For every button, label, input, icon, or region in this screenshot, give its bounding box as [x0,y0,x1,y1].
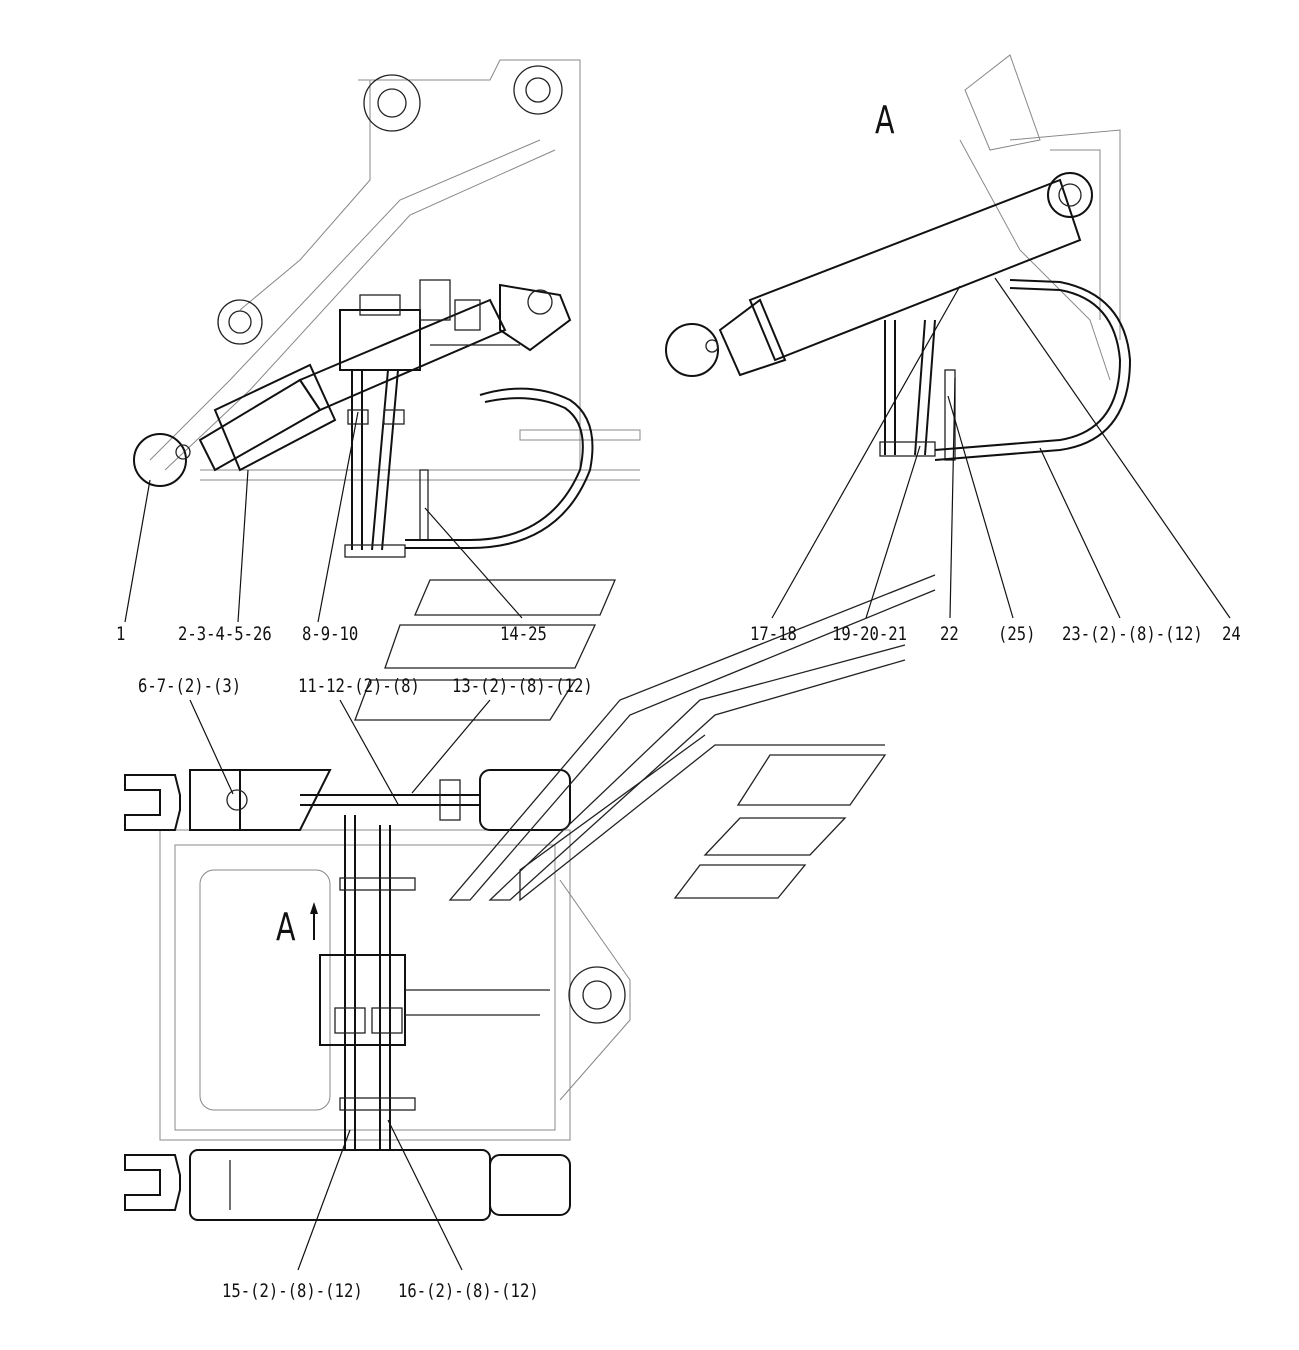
callout-label: 19-20-21 [832,623,908,645]
callout-label: 13-(2)-(8)-(12) [452,675,593,697]
callout-label: 17-18 [750,623,797,645]
leader-lines [124,277,1231,1271]
view-arrow-letter: A [276,905,296,949]
plan-view-top-cylinder [124,769,571,831]
callout-label: 22 [940,623,959,645]
callout-label: 11-12-(2)-(8) [298,675,420,697]
callout-label: 6-7-(2)-(3) [138,675,242,697]
side-view-frame [149,59,641,481]
section-break-chevrons [354,574,936,902]
detail-view-letter: A [875,98,895,142]
callout-label: 2-3-4-5-26 [178,623,272,645]
callout-label: 23-(2)-(8)-(12) [1062,623,1203,645]
callout-label: 16-(2)-(8)-(12) [398,1280,539,1302]
callout-label: 8-9-10 [302,623,359,645]
side-view-valve-block [339,279,594,558]
detail-view-a [665,54,1132,461]
callout-label: 15-(2)-(8)-(12) [222,1280,363,1302]
plan-view-bottom-cylinder [124,1149,571,1221]
plan-view-tubes [319,815,550,1150]
callout-label: 24 [1222,623,1241,645]
view-direction-arrow [310,902,318,940]
plan-view-frame [159,829,631,1141]
callout-label: 1 [116,623,126,645]
side-view-cylinder [133,283,572,487]
callout-label: (25) [998,623,1036,645]
callout-label: 14-25 [500,623,547,645]
